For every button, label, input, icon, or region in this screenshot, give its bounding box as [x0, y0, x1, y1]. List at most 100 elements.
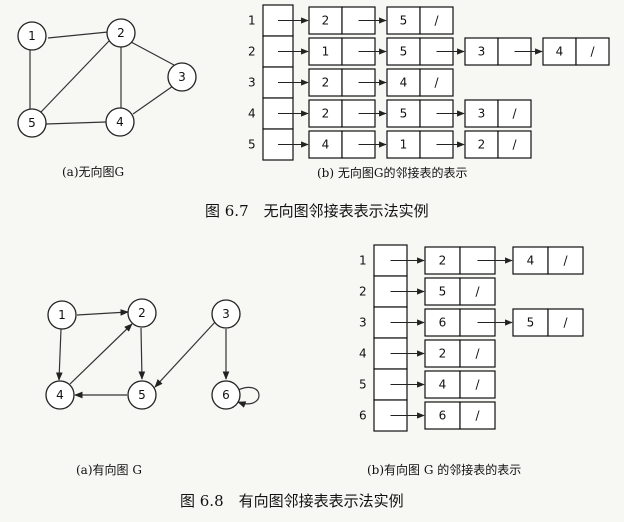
graph-node-3: 3	[167, 62, 197, 92]
figure1-row: 5 4 1 2 /	[248, 128, 532, 161]
adj-node-data-cell	[308, 6, 343, 35]
adj-node-data-cell	[424, 370, 461, 399]
null-marker: /	[475, 378, 480, 392]
graph-node-label: 1	[58, 308, 66, 322]
vertex-label: 4	[248, 107, 256, 121]
null-marker: /	[434, 14, 439, 28]
adj-node-data-cell	[424, 308, 461, 337]
adj-node-data-cell	[464, 37, 499, 66]
adj-node-value: 4	[439, 378, 447, 392]
adj-node-value: 3	[478, 45, 486, 59]
graph-node-4: 4	[45, 380, 75, 410]
edge-1-2	[47, 31, 109, 39]
vertex-label: 3	[359, 316, 367, 330]
adj-node-value: 5	[400, 107, 408, 121]
null-marker: /	[563, 254, 568, 268]
graph-node-label: 6	[222, 388, 230, 402]
graph-node-label: 2	[117, 26, 125, 40]
edge-2-5	[138, 327, 146, 380]
graph-node-2: 2	[106, 18, 136, 48]
adj-node-data-cell	[464, 99, 499, 128]
figure2-row: 3 6 5 /	[359, 306, 584, 339]
graph-node-3: 3	[211, 299, 241, 329]
adj-node-value: 1	[400, 138, 408, 152]
vertex-label: 1	[359, 254, 367, 268]
graph-node-5: 5	[127, 380, 157, 410]
figure1-title: 图 6.7 无向图邻接表表示法实例	[205, 202, 429, 220]
edge-1-4	[55, 328, 63, 381]
edge-2-3	[130, 41, 175, 66]
vertex-label: 4	[359, 347, 367, 361]
edge-2-5	[40, 40, 110, 113]
adj-node-value: 2	[439, 347, 447, 361]
null-marker: /	[475, 285, 480, 299]
graph-node-label: 3	[222, 307, 230, 321]
adj-node-next-cell	[547, 246, 584, 275]
adj-node-value: 4	[556, 45, 564, 59]
adj-node-value: 3	[478, 107, 486, 121]
adj-node-next-cell	[459, 370, 496, 399]
figure2-title: 图 6.8 有向图邻接表表示法实例	[180, 492, 404, 510]
graph-node-label: 4	[56, 388, 64, 402]
adj-node-data-cell	[386, 37, 421, 66]
adj-node-value: 2	[439, 254, 447, 268]
null-marker: /	[475, 409, 480, 423]
edge-6-6	[237, 387, 260, 408]
adj-node-data-cell	[308, 130, 343, 159]
adj-node-next-cell	[459, 277, 496, 306]
figure2-row: 4 2 /	[359, 337, 496, 370]
edge-3-4	[132, 85, 174, 115]
vertex-label: 5	[248, 138, 256, 152]
figure2-row: 1 2 4 /	[359, 244, 584, 277]
adj-node-value: 4	[400, 76, 408, 90]
null-marker: /	[475, 347, 480, 361]
adj-node-value: 4	[527, 254, 535, 268]
vertex-label: 2	[359, 285, 367, 299]
adj-node-next-cell	[459, 401, 496, 430]
adj-node-data-cell	[464, 130, 499, 159]
figure1-graph-caption: (a)无向图G	[62, 164, 124, 179]
null-marker: /	[512, 138, 517, 152]
graph-node-label: 5	[28, 116, 36, 130]
adj-node-data-cell	[308, 37, 343, 66]
adj-node-value: 2	[478, 138, 486, 152]
graph-node-label: 2	[138, 306, 146, 320]
graph-node-label: 5	[138, 388, 146, 402]
adj-node-data-cell	[542, 37, 577, 66]
adj-node-data-cell	[424, 339, 461, 368]
adj-node-next-cell	[419, 68, 454, 97]
vertex-label: 1	[248, 14, 256, 28]
vertex-label: 6	[359, 409, 367, 423]
adj-node-value: 6	[439, 409, 447, 423]
null-marker: /	[434, 76, 439, 90]
figure1-graph: 1 2 3 4 5	[17, 18, 197, 138]
figure2-graph-caption: (a)有向图 G	[76, 462, 142, 477]
graph-node-2: 2	[127, 298, 157, 328]
edge-4-2	[69, 323, 133, 385]
graph-node-1: 1	[17, 21, 47, 51]
adj-node-value: 5	[439, 285, 447, 299]
adj-node-next-cell	[547, 308, 584, 337]
adj-node-value: 2	[322, 107, 330, 121]
adj-node-value: 5	[400, 14, 408, 28]
adj-node-next-cell	[459, 339, 496, 368]
figure2-graph: 1 2 3 4 5 6	[45, 298, 260, 410]
null-marker: /	[563, 316, 568, 330]
edge-3-5	[154, 320, 217, 388]
adj-node-data-cell	[308, 68, 343, 97]
adj-node-value: 4	[322, 138, 330, 152]
adj-node-data-cell	[386, 6, 421, 35]
graph-node-5: 5	[17, 108, 47, 138]
adj-node-value: 6	[439, 316, 447, 330]
adj-node-next-cell	[575, 37, 610, 66]
figure2-row: 2 5 /	[359, 275, 496, 308]
graph-node-label: 1	[28, 29, 36, 43]
adj-node-value: 5	[527, 316, 535, 330]
adj-node-data-cell	[424, 401, 461, 430]
